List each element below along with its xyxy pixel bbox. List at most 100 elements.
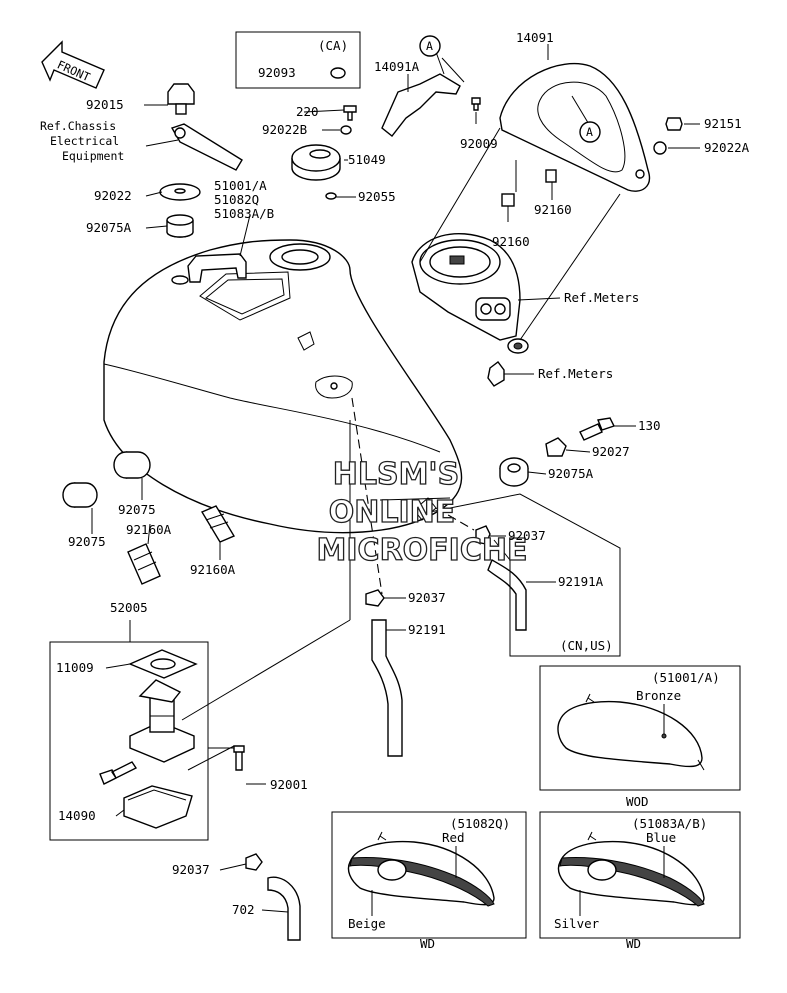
watermark-line-3: MICROFICHE	[317, 533, 528, 568]
washer-92022A-icon	[653, 141, 667, 155]
tank-side-view-red-beige-icon	[347, 831, 495, 907]
label-702: 702	[232, 902, 255, 917]
label-51001: 51001/A	[214, 178, 267, 193]
color-box-1-region: WOD	[626, 794, 649, 809]
label-92191: 92191	[408, 622, 446, 637]
tank-mount-bracket-icon	[187, 253, 247, 283]
screw-92151-icon	[665, 117, 683, 131]
label-ref-chassis-1: Ref.Chassis	[40, 119, 116, 133]
clip-92037-c-icon	[245, 853, 263, 871]
color-box-red-beige	[331, 811, 527, 939]
label-11009: 11009	[56, 660, 94, 675]
nut-92093-icon	[330, 67, 346, 79]
color-box-blue-silver	[539, 811, 741, 939]
label-ref-meters-a: Ref.Meters	[564, 290, 639, 305]
label-92022A: 92022A	[704, 140, 750, 155]
label-92022B: 92022B	[262, 122, 307, 137]
tank-side-view-bronze-icon	[557, 693, 705, 771]
watermark-line-2: ONLINE	[329, 495, 456, 530]
hose-right-dashed-line	[435, 507, 475, 531]
label-92075A-mid: 92075A	[548, 466, 594, 481]
tank-mount-hole-icon	[171, 275, 189, 285]
label-cn-us: (CN,US)	[560, 638, 613, 653]
label-92075-a: 92075	[118, 502, 156, 517]
tank-to-hose-dashed-line	[351, 397, 383, 595]
label-14090: 14090	[58, 808, 96, 823]
fuel-tap-connector-icon	[99, 761, 138, 785]
leader-lines	[91, 44, 700, 913]
screw-220-icon	[343, 105, 357, 121]
label-92037-b: 92037	[408, 590, 446, 605]
watermark-line-1: HLSM'S	[333, 457, 459, 492]
label-92022: 92022	[94, 188, 132, 203]
label-92160A-b: 92160A	[190, 562, 236, 577]
color-box-2-region: WD	[420, 936, 435, 951]
bracket-icon	[170, 123, 243, 171]
clip-92037-a-icon	[475, 525, 491, 545]
label-92160-b: 92160	[492, 234, 530, 249]
fuel-tank-icon	[103, 239, 463, 534]
meter-cover-14091-icon	[499, 62, 651, 192]
grommet-92160A-a-icon	[200, 505, 236, 543]
color-box-1-color: Bronze	[636, 688, 681, 703]
color-box-3-color-top: Blue	[646, 830, 676, 845]
callout-a-circle-1	[419, 35, 441, 57]
color-box-1-code: (51001/A)	[652, 670, 720, 685]
ca-box	[235, 31, 361, 89]
hose-92191-icon	[371, 619, 403, 757]
meter-grommet-icon	[487, 361, 505, 387]
color-pointer-bronze	[661, 733, 667, 739]
washer-92027-icon	[545, 437, 567, 457]
fuel-tap-box	[49, 641, 209, 841]
fuel-cap-51049-icon	[291, 144, 341, 181]
grommet-92160-b-icon	[501, 193, 515, 207]
color-box-bronze	[539, 665, 741, 791]
label-92009: 92009	[460, 136, 498, 151]
label-130: 130	[638, 418, 661, 433]
callout-a-label-2: A	[586, 125, 593, 139]
washer-92022-icon	[159, 183, 201, 201]
damper-92075-b-icon	[62, 482, 98, 508]
meter-assembly-icon	[411, 233, 521, 341]
tank-side-view-blue-silver-icon	[557, 831, 705, 907]
label-92015: 92015	[86, 97, 124, 112]
label-92055: 92055	[358, 189, 396, 204]
o-ring-92055-icon	[325, 192, 337, 200]
grommet-92160-a-icon	[545, 169, 557, 183]
gasket-11009-icon	[128, 649, 198, 679]
fuel-tap-cover-14090-icon	[123, 785, 193, 829]
label-14091: 14091	[516, 30, 554, 45]
front-arrow-icon: FRONT	[41, 40, 105, 89]
label-52005: 52005	[110, 600, 148, 615]
meter-bracket-14091A-icon	[381, 73, 461, 137]
hose-92191A-icon	[487, 558, 527, 631]
bolt-130-icon	[579, 417, 615, 441]
damper-92075-a-icon	[113, 451, 151, 479]
label-14091A: 14091A	[374, 59, 420, 74]
screw-92001-icon	[233, 745, 245, 771]
damper-92075A-top-icon	[166, 214, 194, 238]
label-51049: 51049	[348, 152, 386, 167]
label-92093: 92093	[258, 65, 296, 80]
label-ca: (CA)	[318, 38, 348, 53]
label-ref-chassis-3: Equipment	[62, 149, 124, 163]
washer-92022B-icon	[340, 125, 352, 135]
callout-a-circle-2	[579, 121, 601, 143]
label-92151: 92151	[704, 116, 742, 131]
label-92027: 92027	[592, 444, 630, 459]
label-92037-c: 92037	[172, 862, 210, 877]
label-51082Q: 51082Q	[214, 192, 259, 207]
color-box-3-color-bottom: Silver	[554, 916, 600, 931]
color-box-2-color-top: Red	[442, 830, 465, 845]
color-box-2-color-bottom: Beige	[348, 916, 386, 931]
color-box-2-code: (51082Q)	[450, 816, 510, 831]
label-92001: 92001	[270, 777, 308, 792]
screw-92009-icon	[471, 97, 481, 111]
bracket-hole-icon	[174, 127, 186, 139]
label-92160-a: 92160	[534, 202, 572, 217]
clip-92037-b-icon	[365, 589, 385, 607]
label-92191A: 92191A	[558, 574, 604, 589]
label-220: 220	[296, 104, 319, 119]
